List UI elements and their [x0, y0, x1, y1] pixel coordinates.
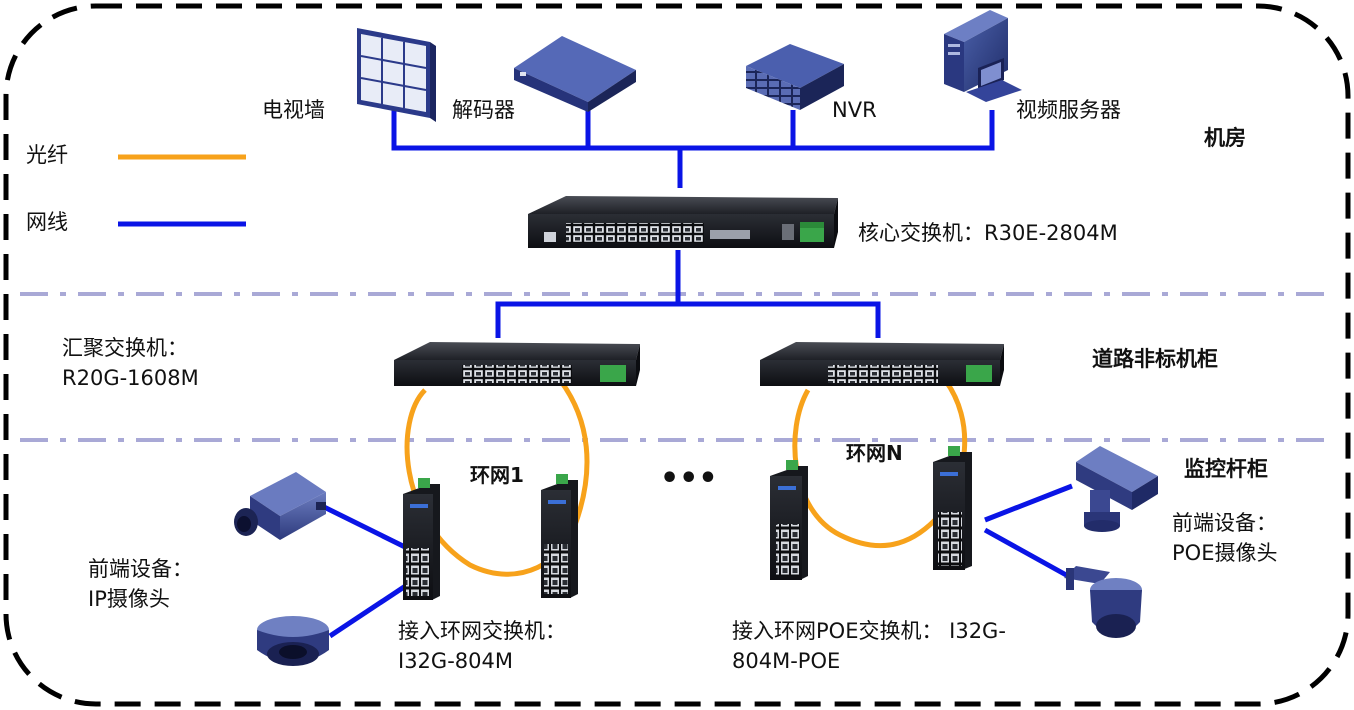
- core-switch-label: 核心交换机：R30E-2804M: [858, 221, 1118, 245]
- din-rail-switch-icon: [770, 460, 808, 580]
- legend-cable-label: 网线: [26, 210, 68, 234]
- ethernet-cables: [320, 110, 1073, 639]
- decoder-label: 解码器: [452, 98, 515, 122]
- zone-pole-cabinet: 监控杆柜: [1184, 457, 1268, 481]
- ring-n-label: 环网N: [846, 441, 903, 465]
- core-switch-icon: [528, 196, 838, 248]
- ptz-camera-icon: [1076, 446, 1158, 532]
- front-ip-label-line2: IP摄像头: [88, 587, 170, 611]
- nvr-icon: [746, 44, 844, 110]
- tv-wall-label: 电视墙: [262, 98, 325, 122]
- ring-1-fiber: [404, 378, 590, 577]
- server-tower-icon: [944, 10, 1022, 102]
- access-poe-switch-label-line2: 804M-POE: [732, 649, 840, 673]
- zone-road-cabinet: 道路非标机柜: [1092, 347, 1218, 371]
- ring-ellipsis: •••: [660, 461, 718, 496]
- din-rail-switch-icon: [403, 478, 440, 600]
- legend-fiber-label: 光纤: [26, 143, 68, 167]
- boundary-frame: [3, 3, 1351, 707]
- front-poe-label-line1: 前端设备：: [1172, 511, 1277, 535]
- zone-machine-room: 机房: [1204, 126, 1246, 150]
- front-ip-label-line1: 前端设备：: [88, 557, 193, 581]
- tv-wall-icon: [357, 28, 436, 122]
- aggregation-switch-label-line1: 汇聚交换机：: [62, 336, 188, 360]
- decoder-icon: [514, 36, 636, 112]
- aggregation-switch-label-line2: R20G-1608M: [62, 366, 199, 390]
- front-poe-label-line2: POE摄像头: [1172, 541, 1277, 565]
- dome-camera-icon: [257, 616, 329, 666]
- video-server-label: 视频服务器: [1016, 98, 1121, 122]
- access-poe-switch-label-line1: 接入环网POE交换机： I32G-: [732, 619, 1006, 643]
- legend: 光纤 网线: [26, 143, 246, 234]
- access-switch-label-line1: 接入环网交换机：: [398, 619, 566, 643]
- din-rail-switch-icon: [541, 474, 578, 598]
- aggregation-switch-2-icon: [760, 342, 1004, 386]
- din-rail-switch-icon: [933, 446, 972, 570]
- ring-1-label: 环网1: [470, 463, 524, 487]
- aggregation-switch-1-icon: [394, 342, 640, 386]
- bullet-camera-icon: [234, 472, 326, 540]
- dome-camera-icon: [1064, 566, 1142, 638]
- access-switch-label-line2: I32G-804M: [398, 649, 513, 673]
- nvr-label: NVR: [832, 98, 877, 122]
